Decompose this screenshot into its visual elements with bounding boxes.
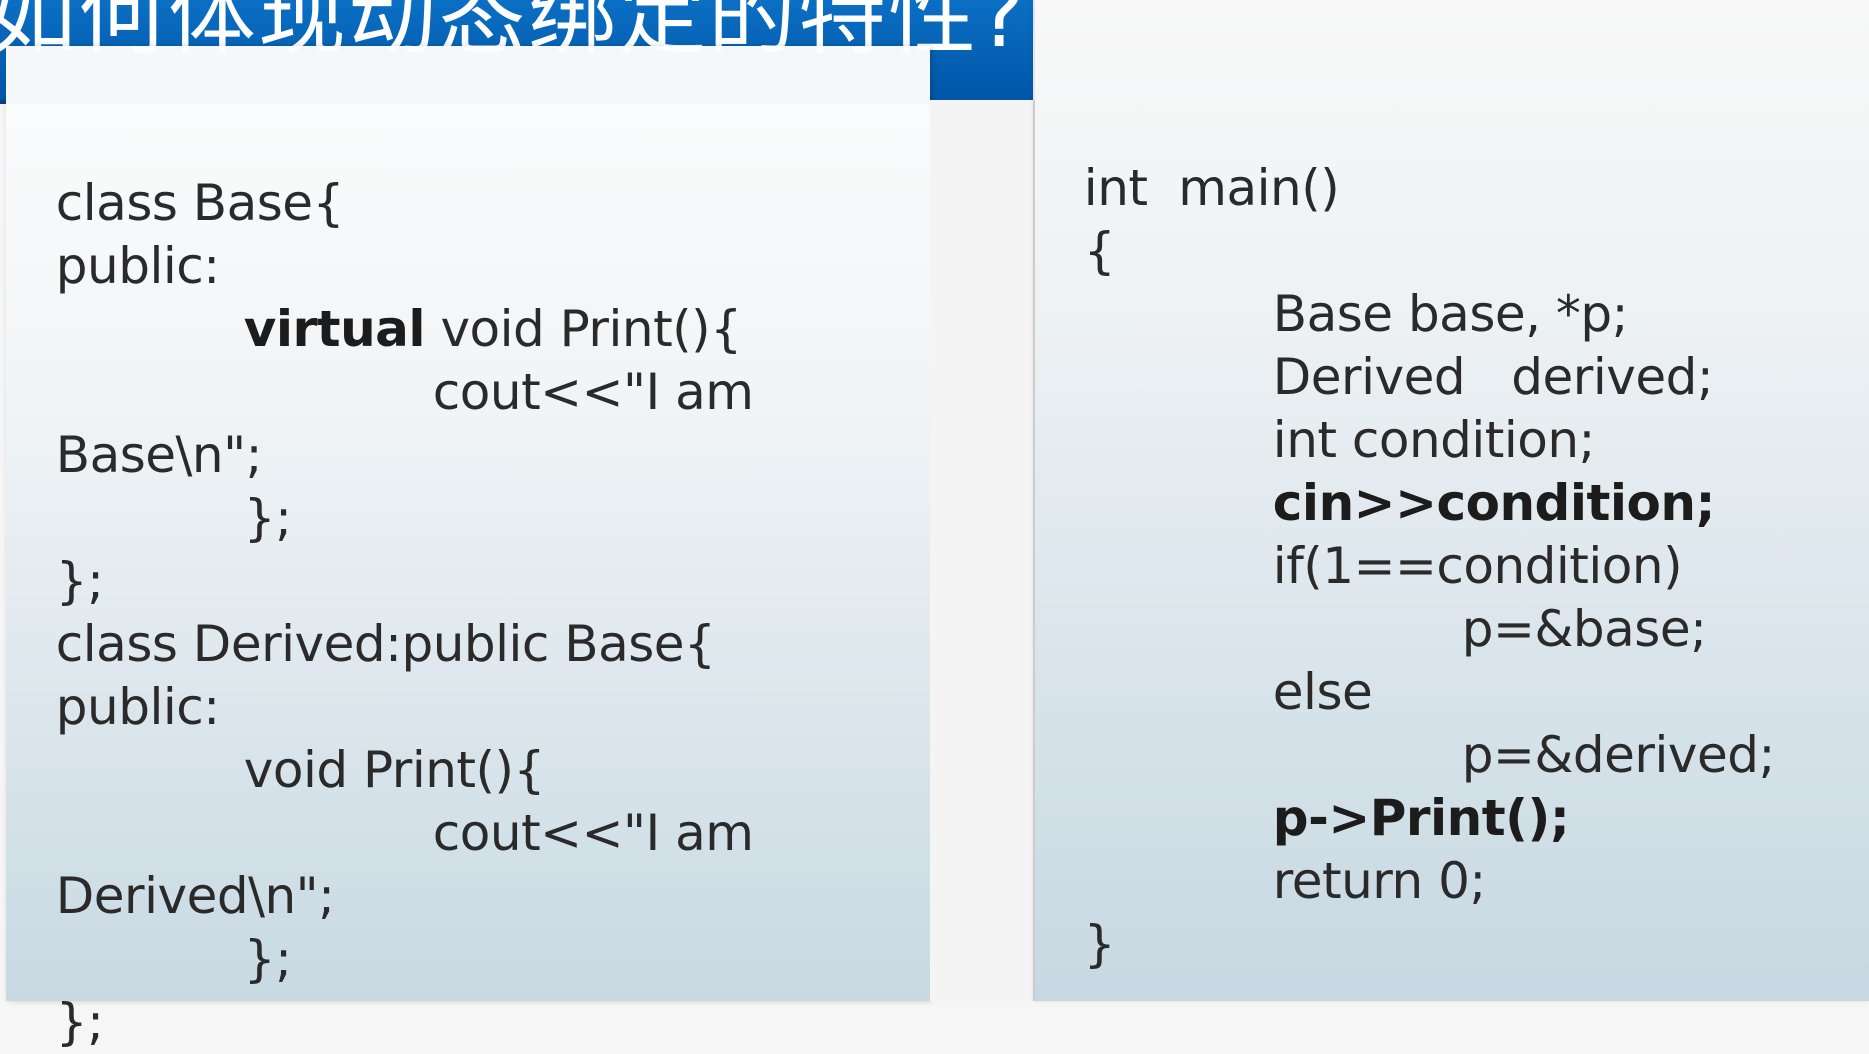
code-line: Base\n"; — [55, 426, 263, 484]
code-line: p->Print(); — [1272, 789, 1570, 847]
code-line: int main() — [1083, 159, 1340, 217]
code-line: class Base{ — [55, 174, 345, 232]
code-line: Derived derived; — [1272, 348, 1714, 406]
code-line: cout<<"I am — [432, 363, 754, 421]
panel-gap — [930, 100, 1035, 1001]
code-line: }; — [55, 993, 104, 1051]
code-line: if(1==condition) — [1272, 537, 1683, 595]
code-line: { — [1083, 222, 1116, 280]
code-line: void Print(){ — [243, 741, 546, 799]
code-line: virtual void Print(){ — [243, 300, 742, 358]
code-line: }; — [243, 489, 292, 547]
code-line: return 0; — [1272, 852, 1486, 910]
code-line: p=&derived; — [1461, 726, 1776, 784]
code-panel-left — [6, 46, 930, 1001]
code-line: }; — [243, 930, 292, 988]
code-line: Derived\n"; — [55, 867, 335, 925]
code-line: cout<<"I am — [432, 804, 754, 862]
code-line: class Derived:public Base{ — [55, 615, 716, 673]
code-line: Base base, *p; — [1272, 285, 1629, 343]
code-line: p=&base; — [1461, 600, 1707, 658]
code-line: } — [1083, 915, 1116, 973]
code-line: public: — [55, 678, 220, 736]
code-line: cin>>condition; — [1272, 474, 1716, 532]
code-line: }; — [55, 552, 104, 610]
code-panel-right — [1035, 0, 1869, 1001]
code-line: int condition; — [1272, 411, 1596, 469]
code-line: public: — [55, 237, 220, 295]
code-line: else — [1272, 663, 1373, 721]
